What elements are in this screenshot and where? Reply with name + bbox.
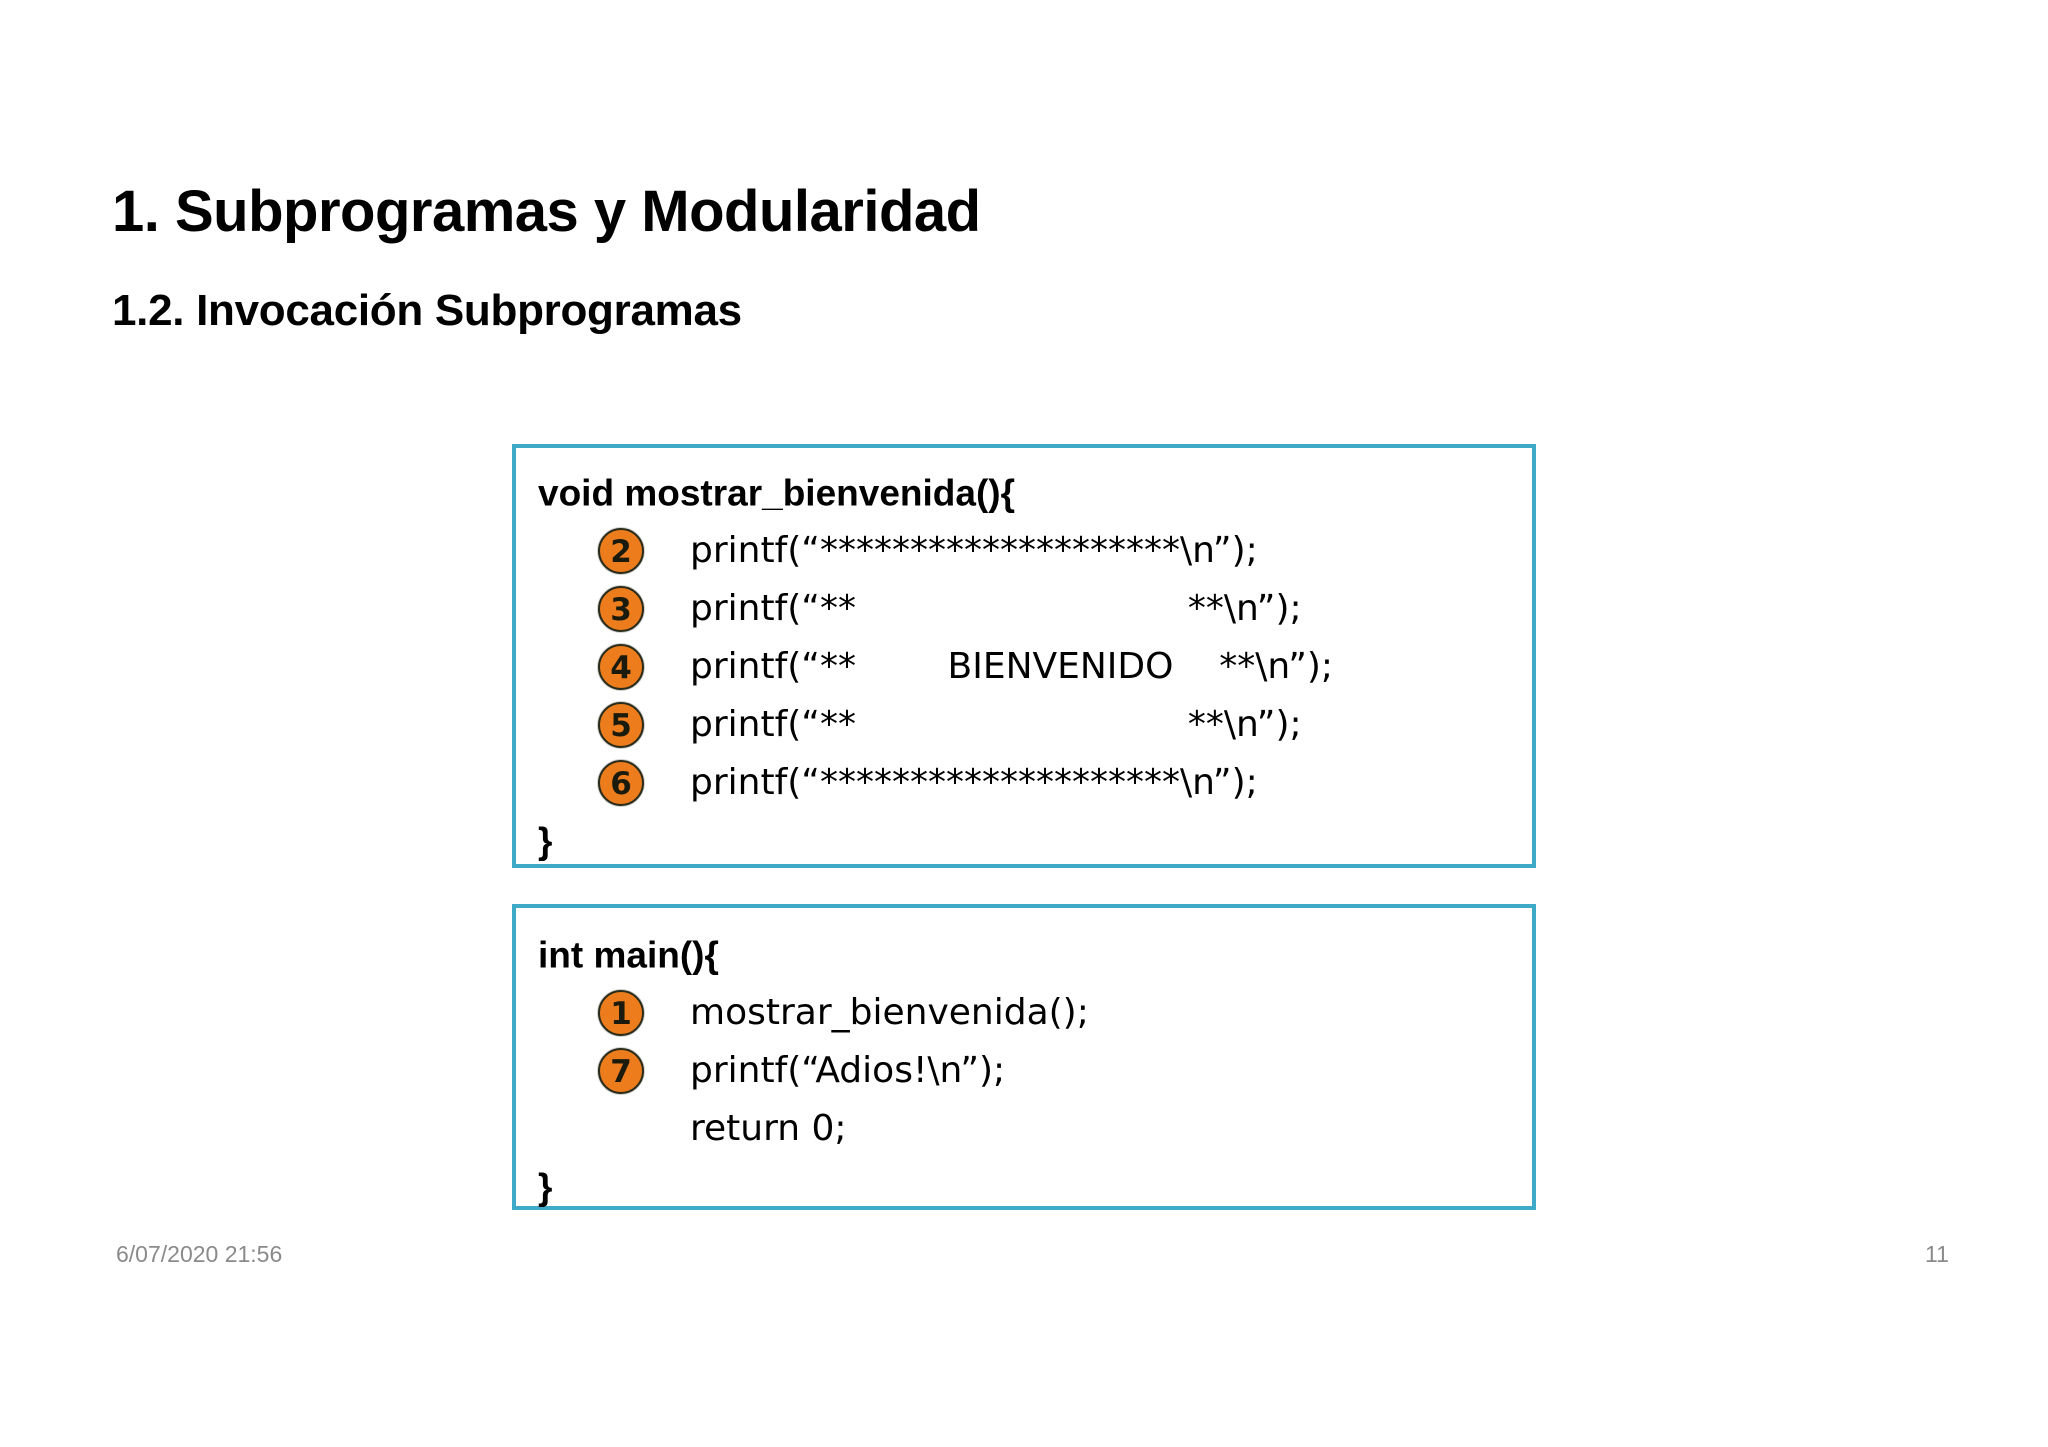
- code-line: 2 printf(“********************\n”);: [516, 522, 1532, 580]
- step-badge-2: 2: [598, 528, 644, 574]
- code-line: 6 printf(“********************\n”);: [516, 754, 1532, 812]
- step-badge-5: 5: [598, 702, 644, 748]
- step-badge-4: 4: [598, 644, 644, 690]
- code-line: 5 printf(“** **\n”);: [516, 696, 1532, 754]
- code-text: printf(“** **\n”);: [690, 588, 1302, 629]
- footer-page-number: 11: [1925, 1241, 1949, 1267]
- code-text: printf(“********************\n”);: [690, 530, 1258, 571]
- step-badge-1: 1: [598, 990, 644, 1036]
- code-text: printf(“********************\n”);: [690, 762, 1258, 803]
- code-text: }: [538, 1166, 553, 1208]
- code-line: }: [516, 1158, 1532, 1216]
- code-line: }: [516, 812, 1532, 870]
- code-text: return 0;: [690, 1108, 847, 1149]
- code-line: return 0;: [516, 1100, 1532, 1158]
- page-title: 1. Subprogramas y Modularidad: [112, 179, 981, 244]
- code-line: int main(){: [516, 926, 1532, 984]
- code-text: printf(“Adios!\n”);: [690, 1050, 1006, 1091]
- code-top-padding: [516, 448, 1532, 464]
- code-line: 4 printf(“** BIENVENIDO **\n”);: [516, 638, 1532, 696]
- code-line: 1 mostrar_bienvenida();: [516, 984, 1532, 1042]
- code-box-mostrar-bienvenida: void mostrar_bienvenida(){ 2 printf(“*****…: [512, 444, 1536, 868]
- page-subtitle: 1.2. Invocación Subprogramas: [112, 286, 742, 335]
- code-line: 3 printf(“** **\n”);: [516, 580, 1532, 638]
- step-badge-6: 6: [598, 760, 644, 806]
- code-line: void mostrar_bienvenida(){: [516, 464, 1532, 522]
- code-box-main: int main(){ 1 mostrar_bienvenida(); 7 printf…: [512, 904, 1536, 1210]
- step-badge-3: 3: [598, 586, 644, 632]
- step-badge-7: 7: [598, 1048, 644, 1094]
- main-function-body: int main(){ 1 mostrar_bienvenida(); 7 printf…: [516, 908, 1532, 1206]
- code-top-padding: [516, 908, 1532, 926]
- footer-timestamp: 6/07/2020 21:56: [116, 1241, 283, 1267]
- code-line: 7 printf(“Adios!\n”);: [516, 1042, 1532, 1100]
- code-text: }: [538, 820, 553, 862]
- mostrar-bienvenida-function-body: void mostrar_bienvenida(){ 2 printf(“*****…: [516, 448, 1532, 864]
- code-text: printf(“** BIENVENIDO **\n”);: [690, 646, 1334, 687]
- code-text: int main(){: [538, 934, 719, 976]
- code-text: mostrar_bienvenida();: [690, 992, 1089, 1033]
- code-text: printf(“** **\n”);: [690, 704, 1302, 745]
- code-text: void mostrar_bienvenida(){: [538, 472, 1016, 514]
